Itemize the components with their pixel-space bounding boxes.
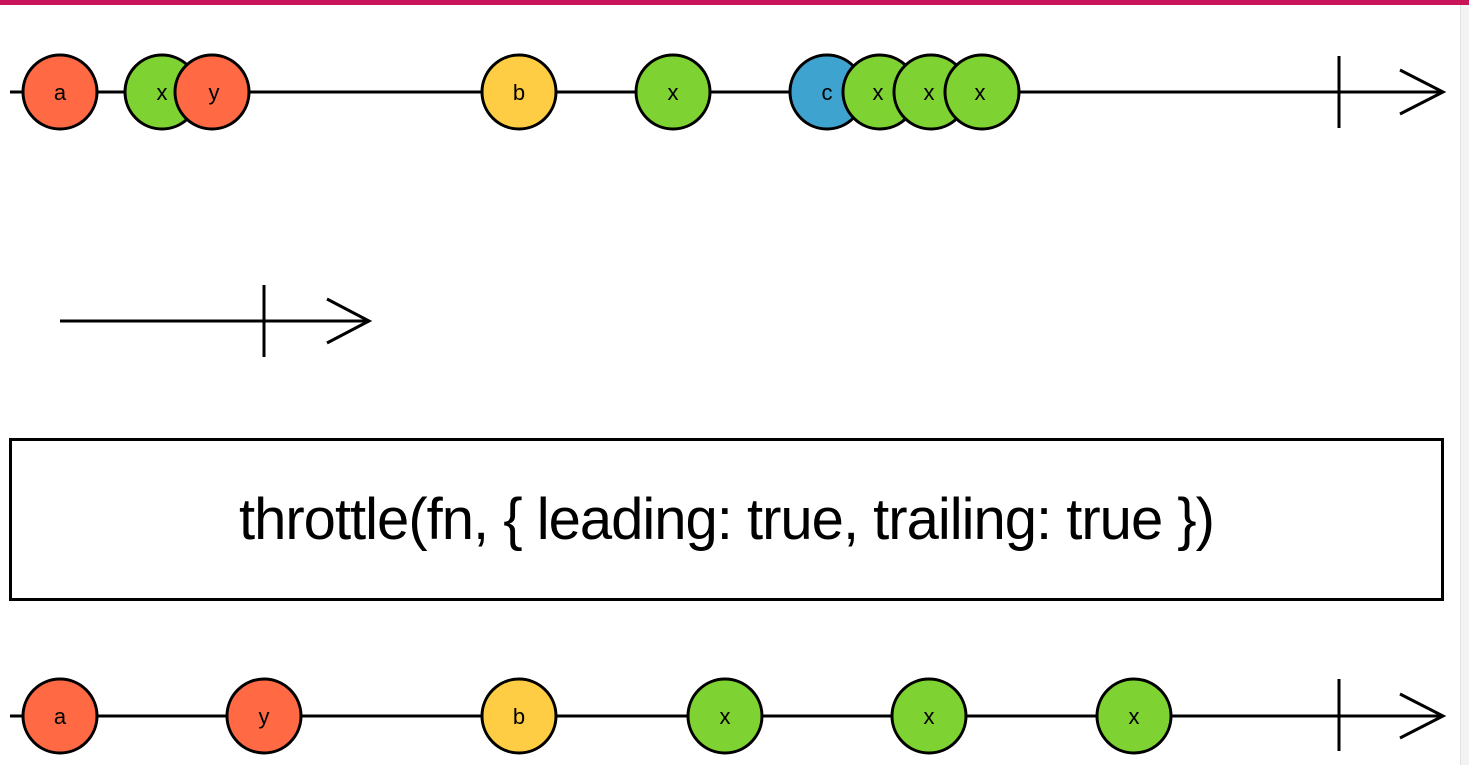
marble-circle xyxy=(480,53,558,131)
marble-label: b xyxy=(513,80,525,105)
marble-label: x xyxy=(668,80,679,105)
top-accent-bar xyxy=(0,0,1469,5)
scrollbar-track[interactable] xyxy=(1460,5,1469,765)
notifier-stream xyxy=(60,285,373,357)
input-marble-x: x xyxy=(634,53,712,131)
marble-label: x xyxy=(975,80,986,105)
marble-label: c xyxy=(822,80,833,105)
marble-label: y xyxy=(259,704,270,729)
input-arrowhead xyxy=(1399,68,1447,116)
output-marble-y: y xyxy=(225,677,303,755)
marble-circle xyxy=(21,677,99,755)
output-marble-x: x xyxy=(890,677,968,755)
output-marble-x: x xyxy=(686,677,764,755)
marble-circle xyxy=(21,53,99,131)
output-arrowhead xyxy=(1399,692,1447,740)
marble-circle xyxy=(225,677,303,755)
marble-label: x xyxy=(1129,704,1140,729)
marble-circle xyxy=(1095,677,1173,755)
output-marble-a: a xyxy=(21,677,99,755)
marble-label: y xyxy=(209,80,220,105)
output-marble-x: x xyxy=(1095,677,1173,755)
marble-circle xyxy=(686,677,764,755)
marble-label: x xyxy=(157,80,168,105)
marble-circle xyxy=(890,677,968,755)
marble-label: a xyxy=(54,704,67,729)
input-marble-b: b xyxy=(480,53,558,131)
operator-box: throttle(fn, { leading: true, trailing: … xyxy=(9,438,1444,601)
input-marble-x: x xyxy=(943,53,1021,131)
marble-label: a xyxy=(54,80,67,105)
marble-circle xyxy=(943,53,1021,131)
output-marble-b: b xyxy=(480,677,558,755)
marble-label: b xyxy=(513,704,525,729)
marble-circle xyxy=(480,677,558,755)
input-marble-a: a xyxy=(21,53,99,131)
marble-circle xyxy=(634,53,712,131)
notifier-arrowhead xyxy=(326,297,373,345)
marble-label: x xyxy=(720,704,731,729)
input-marble-c: c xyxy=(788,53,866,131)
marble-label: x xyxy=(924,80,935,105)
marble-label: x xyxy=(924,704,935,729)
marble-label: x xyxy=(873,80,884,105)
input-marble-y: y xyxy=(173,53,251,131)
marble-circle xyxy=(173,53,251,131)
operator-label: throttle(fn, { leading: true, trailing: … xyxy=(239,487,1215,552)
